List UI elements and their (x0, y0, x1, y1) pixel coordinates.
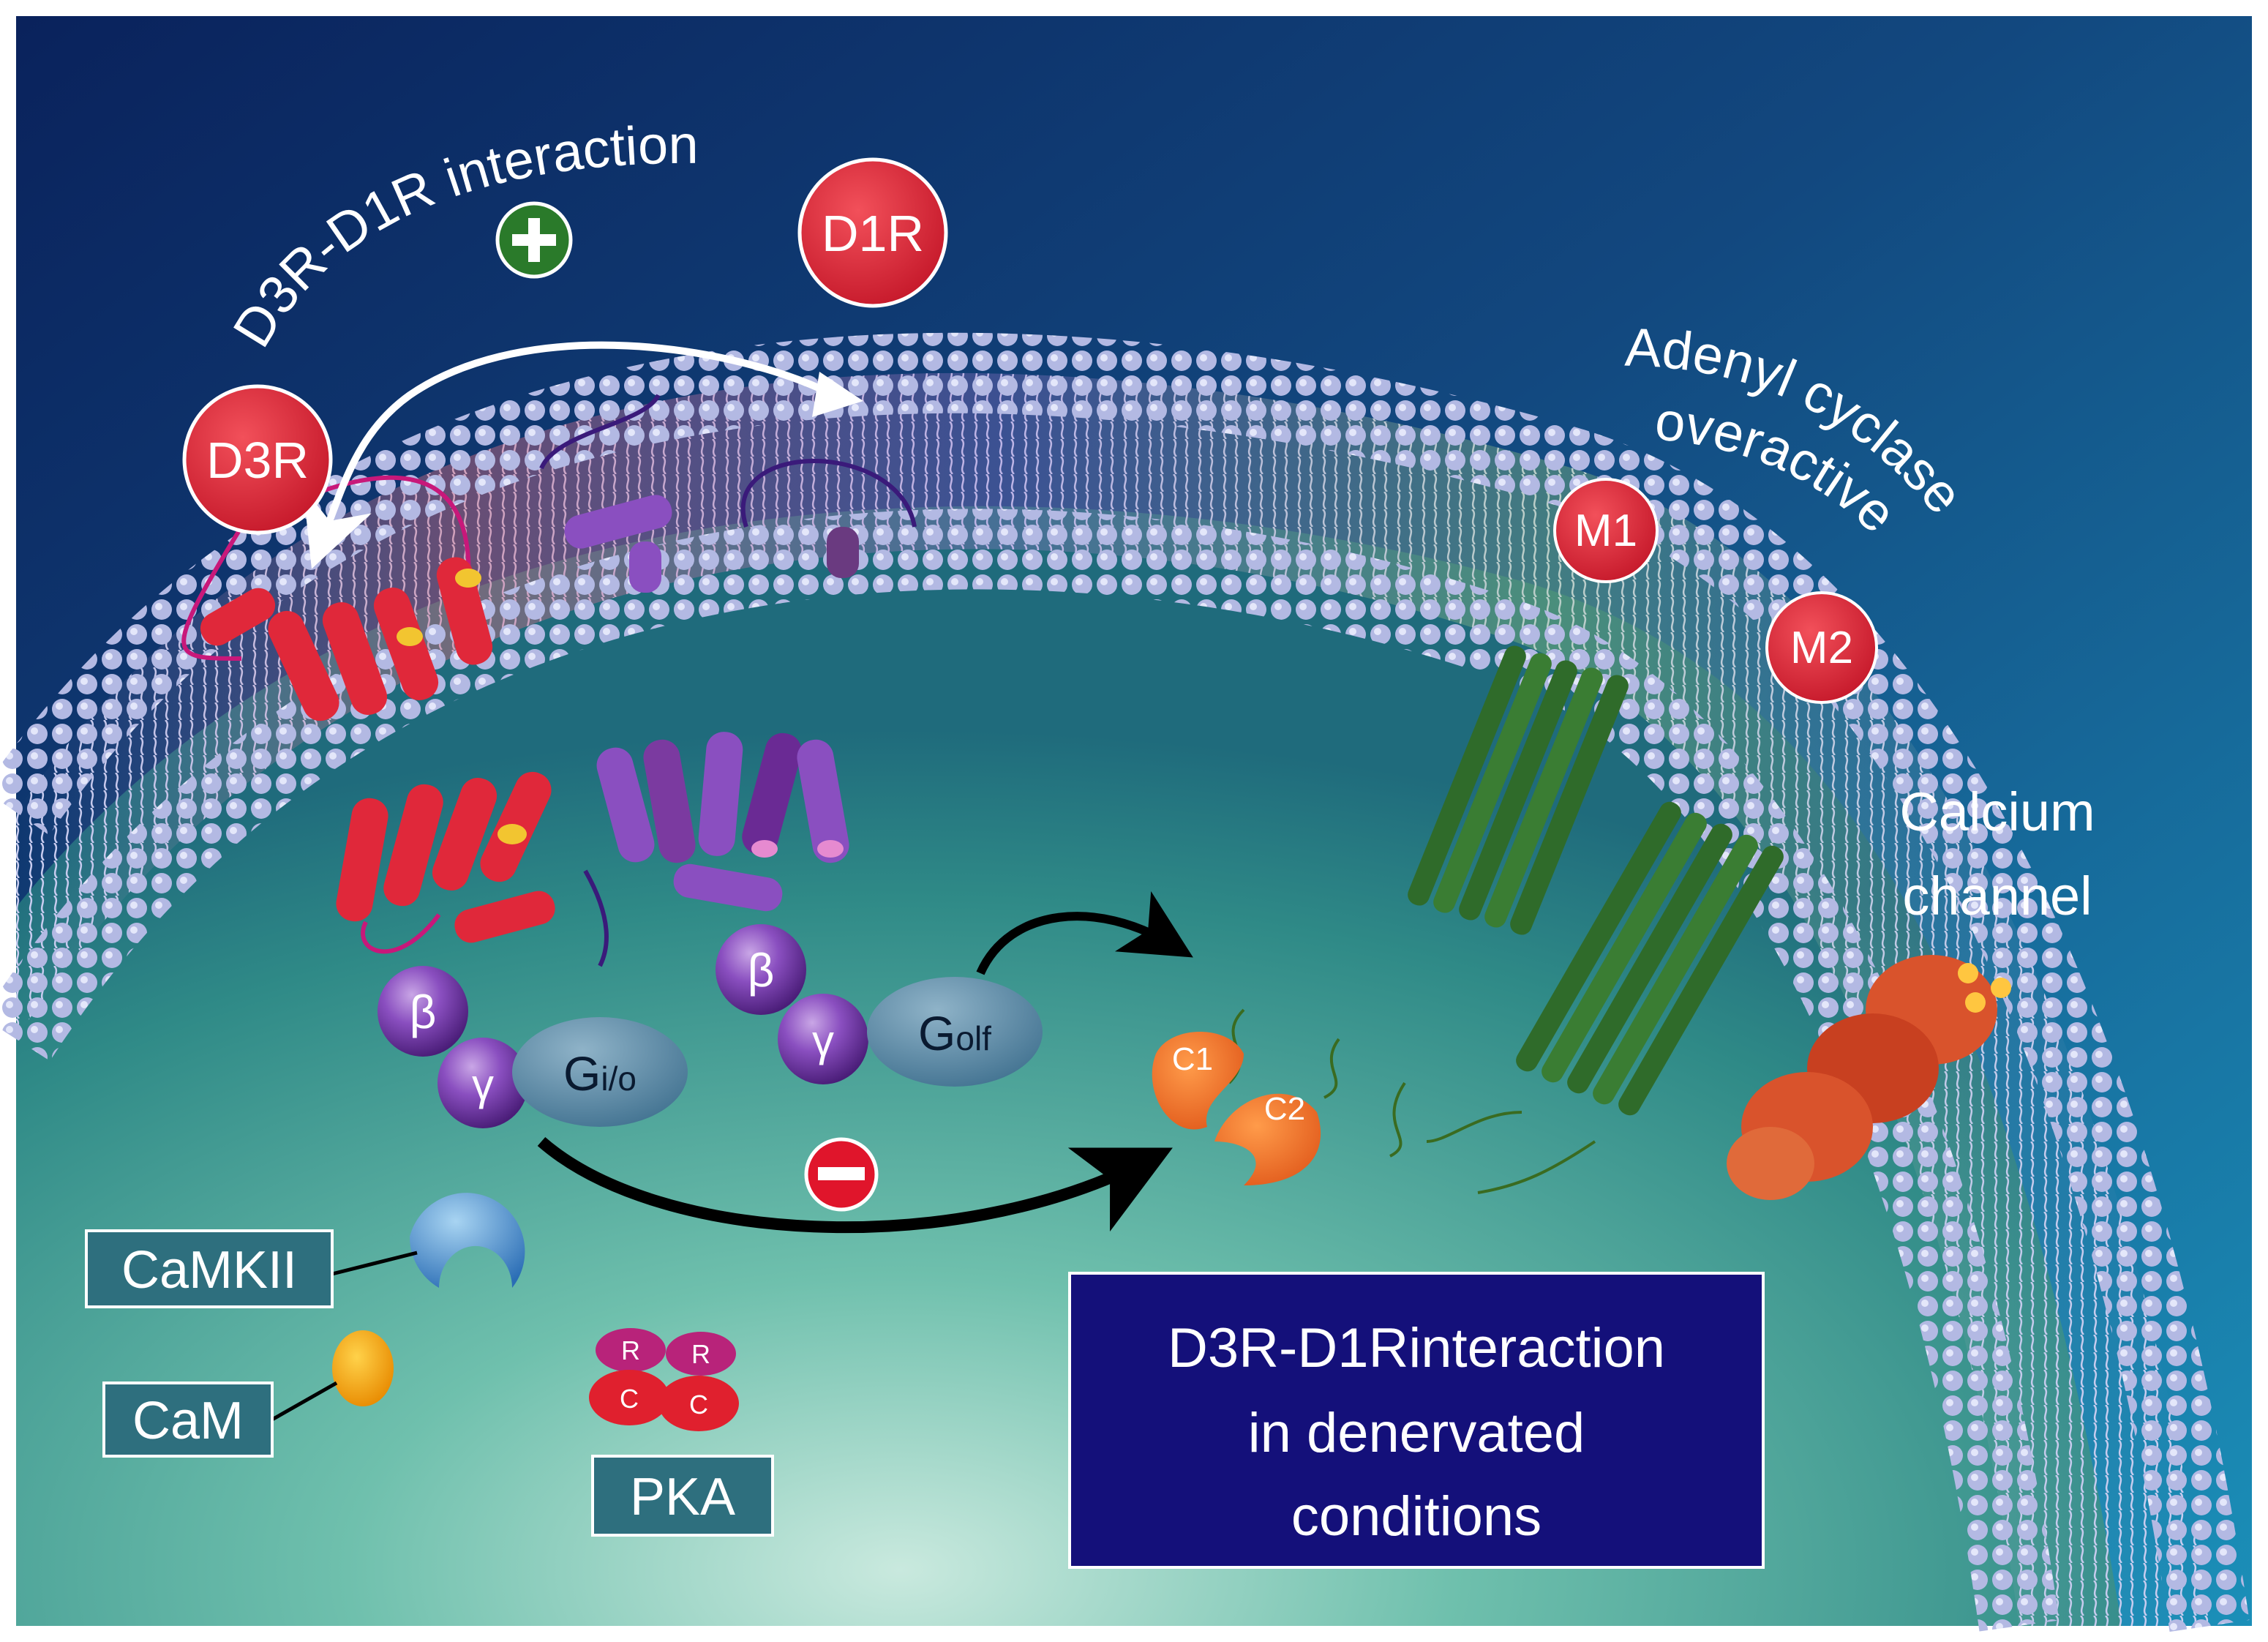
cam-label-box (102, 1382, 274, 1458)
c2-label: C2 (1264, 1091, 1305, 1127)
golf-protein: β γ Golf (716, 924, 1043, 1087)
calcium-channel-label-line2: channel (1902, 866, 2092, 926)
d1r-circle: D1R (797, 157, 948, 308)
pka-r2-label: R (691, 1339, 710, 1369)
gio-label: Gi/o (563, 1046, 637, 1101)
c1-label: C1 (1172, 1041, 1213, 1077)
golf-main: G (918, 1006, 955, 1060)
golf-sub: olf (955, 1019, 991, 1057)
pka-c2-label: C (689, 1390, 708, 1420)
d3r-d1r-arrow (303, 341, 836, 569)
adenylyl-cyclase-transmembrane (1228, 645, 1784, 1194)
golf-gamma-label: γ (812, 1016, 834, 1065)
d3r-circle: D3R (182, 384, 333, 535)
pka-label: PKA (630, 1468, 735, 1526)
m2-circle: M2 (1765, 591, 1878, 704)
summary-line3: conditions (1291, 1485, 1542, 1548)
plus-icon (495, 201, 573, 279)
gio-beta-label: β (410, 986, 437, 1038)
calcium-channel-label-line1: Calcium (1899, 781, 2095, 842)
gio-main: G (563, 1046, 601, 1101)
pka-label-box (591, 1455, 774, 1537)
summary-line1: D3R-D1Rinteraction (1168, 1317, 1665, 1379)
minus-icon (804, 1137, 879, 1212)
summary-box (1068, 1272, 1765, 1569)
gio-sub: i/o (601, 1060, 637, 1098)
gio-inhibition-arrow (537, 1136, 1173, 1234)
m1-label: M1 (1574, 506, 1637, 556)
d3r-receptor (181, 475, 555, 954)
gio-protein: β γ Gi/o (378, 966, 688, 1128)
cam-molecule (271, 1330, 394, 1422)
camkii-molecule (328, 1193, 525, 1288)
d3r-label: D3R (206, 432, 309, 489)
d1r-label: D1R (822, 205, 924, 262)
pka-r1-label: R (621, 1335, 640, 1365)
pka-complex: R R C C (589, 1328, 739, 1431)
d3r-d1r-arrow-head (812, 372, 863, 417)
cam-label: CaM (132, 1392, 244, 1450)
adenylyl-cyclase-catalytic: C1 C2 (1152, 1032, 1321, 1185)
golf-activation-arrow (976, 891, 1193, 975)
gio-gamma-label: γ (472, 1060, 494, 1109)
calcium-channel (1727, 955, 2011, 1200)
summary-line2: in denervated (1248, 1402, 1585, 1464)
camkii-label-box (85, 1229, 334, 1308)
d1r-receptor (539, 394, 917, 967)
pka-c1-label: C (620, 1384, 639, 1414)
camkii-label: CaMKII (121, 1241, 297, 1300)
m2-label: M2 (1790, 623, 1853, 673)
m1-circle: M1 (1553, 478, 1659, 583)
golf-label: Golf (918, 1006, 991, 1060)
golf-beta-label: β (748, 944, 775, 997)
